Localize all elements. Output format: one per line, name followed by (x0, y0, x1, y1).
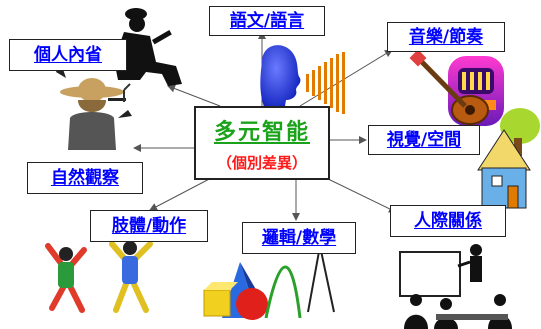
house-figure (477, 108, 540, 209)
center-title: 多元智能 (213, 120, 310, 145)
explorer-figure (56, 60, 132, 150)
node-naturalist: 自然觀察 (27, 162, 143, 194)
meeting-figure (399, 244, 512, 329)
center-subtitle: （個別差異） (216, 154, 307, 172)
dancers-figure (45, 241, 153, 313)
thinking-person-figure (114, 8, 182, 86)
node-logical: 邏輯/數學 (242, 222, 356, 254)
node-interpersonal: 人際關係 (390, 205, 506, 237)
node-spatial: 視覺/空間 (368, 125, 480, 155)
node-bodily: 肢體/動作 (90, 210, 208, 242)
node-linguistic: 語文/語言 (209, 6, 325, 36)
center-node: 多元智能 （個別差異） (194, 106, 330, 180)
node-intrapersonal: 個人內省 (9, 39, 127, 71)
node-musical: 音樂/節奏 (387, 22, 505, 52)
speaking-head-figure (260, 45, 345, 114)
jukebox-guitar-figure (409, 49, 504, 126)
